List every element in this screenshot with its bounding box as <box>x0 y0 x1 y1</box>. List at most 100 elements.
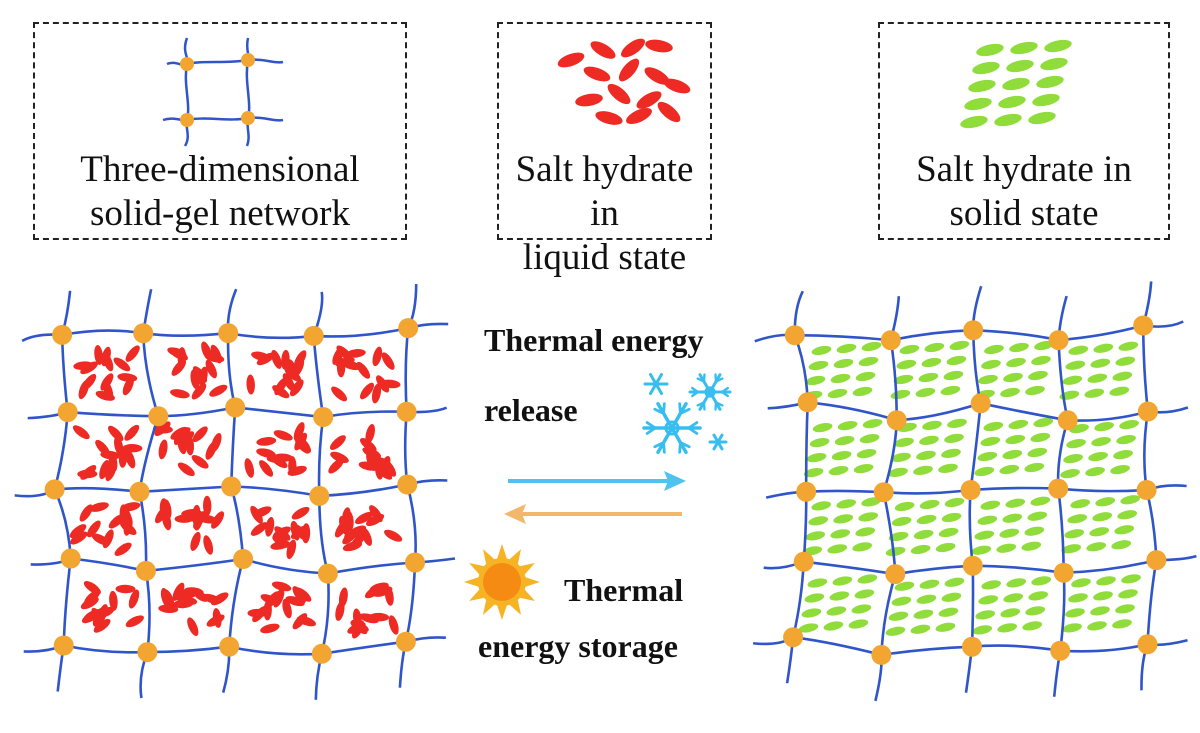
liquid-particle <box>191 383 207 400</box>
liquid-particle <box>169 348 188 361</box>
sun-ray <box>469 589 484 601</box>
liquid-particle <box>97 604 108 624</box>
sun-ray <box>520 589 535 601</box>
snowflake-branch <box>714 373 718 383</box>
solid-particle <box>997 623 1018 633</box>
snowflake-branch <box>679 441 691 449</box>
solid-particle <box>941 448 961 459</box>
solid-particle <box>855 527 876 537</box>
solid-particle <box>1070 499 1091 509</box>
solid-particle <box>960 115 988 129</box>
release-label-line1: Thermal energy <box>484 322 704 358</box>
liquid-particle <box>332 346 344 365</box>
solid-particle <box>852 386 873 397</box>
sun-ray <box>520 563 535 575</box>
solid-particle <box>1096 576 1116 586</box>
solid-particle <box>851 604 872 614</box>
solid-particle <box>888 611 909 621</box>
liquid-particle <box>100 373 114 391</box>
liquid-particle <box>99 460 110 480</box>
network-node <box>1137 634 1158 655</box>
liquid-particle <box>80 597 99 610</box>
snowflake-arm <box>656 426 674 454</box>
solid-particle <box>1065 360 1086 370</box>
solid-particle <box>888 531 909 542</box>
solid-particle <box>852 542 873 552</box>
sun-ray <box>525 577 540 587</box>
solid-particle <box>1120 495 1141 505</box>
liquid-particle <box>211 432 222 453</box>
liquid-particle <box>345 349 366 358</box>
solid-particle <box>1002 449 1023 460</box>
snowflake-arm <box>708 390 722 411</box>
snowflake-core <box>664 420 680 436</box>
liquid-particle <box>360 382 374 400</box>
legend-network-label: Three-dimensional solid-gel network <box>35 148 405 236</box>
solid-particle <box>943 370 964 381</box>
solid-particle <box>913 465 933 476</box>
network-node <box>129 481 150 502</box>
snowflake-branch <box>653 407 665 415</box>
network-node <box>405 552 425 573</box>
liquid-particle <box>105 462 117 482</box>
liquid-particle <box>259 460 274 477</box>
network-node <box>1053 562 1074 583</box>
solid-particle <box>949 340 970 351</box>
liquid-particle <box>78 380 90 400</box>
sun-ray <box>497 605 507 620</box>
process-arrows <box>504 471 686 524</box>
liquid-particle <box>176 589 197 599</box>
solid-particle <box>1063 453 1083 464</box>
solid-particle <box>1113 449 1133 460</box>
network-node <box>962 555 983 576</box>
liquid-particle <box>296 436 311 453</box>
solid-particle <box>1112 371 1133 381</box>
liquid-particle <box>369 505 383 523</box>
snowflake-branch <box>691 390 700 398</box>
solid-particle <box>1084 388 1105 398</box>
solid-particle <box>834 435 855 446</box>
liquid-particle <box>113 357 131 372</box>
liquid-particle <box>202 593 222 604</box>
network-node <box>1048 478 1069 499</box>
solid-particle <box>944 497 965 508</box>
solid-particle <box>921 357 942 368</box>
network-node <box>960 480 981 500</box>
solid-particle <box>823 621 844 631</box>
liquid-particle <box>282 373 295 392</box>
liquid-particle <box>355 511 373 525</box>
solid-particle <box>975 610 996 620</box>
network-node <box>962 636 982 657</box>
solid-particle <box>836 499 857 509</box>
liquid-particle <box>330 451 349 463</box>
solid-particle <box>1115 604 1135 614</box>
liquid-particle <box>114 436 124 456</box>
solid-particle <box>890 389 911 400</box>
solid-particle <box>891 516 912 527</box>
liquid-particle <box>125 615 144 628</box>
liquid-particle <box>282 361 299 377</box>
solid-particle <box>1025 606 1046 616</box>
legend-network-line2: solid-gel network <box>90 193 350 234</box>
liquid-particle <box>373 586 393 597</box>
network-node <box>52 324 73 345</box>
liquid-particle <box>170 426 188 440</box>
solid-particle <box>855 371 876 382</box>
solid-particle <box>924 342 945 353</box>
liquid-particle <box>204 353 225 363</box>
liquid-particle <box>272 385 290 399</box>
solid-particle <box>1024 462 1045 473</box>
network-node <box>784 325 805 346</box>
solid-particle <box>974 466 995 477</box>
solid-particle <box>910 624 931 634</box>
solid-particle <box>1116 434 1136 445</box>
solid-particle <box>1028 591 1049 601</box>
solid-particle <box>1027 447 1048 458</box>
network-node <box>1133 315 1154 336</box>
solid-particle <box>861 497 882 507</box>
sun-ray <box>469 563 484 575</box>
solid-particle <box>1090 606 1110 616</box>
liquid-particle <box>360 438 377 452</box>
solid-particle <box>935 622 956 632</box>
network-node <box>395 631 416 652</box>
